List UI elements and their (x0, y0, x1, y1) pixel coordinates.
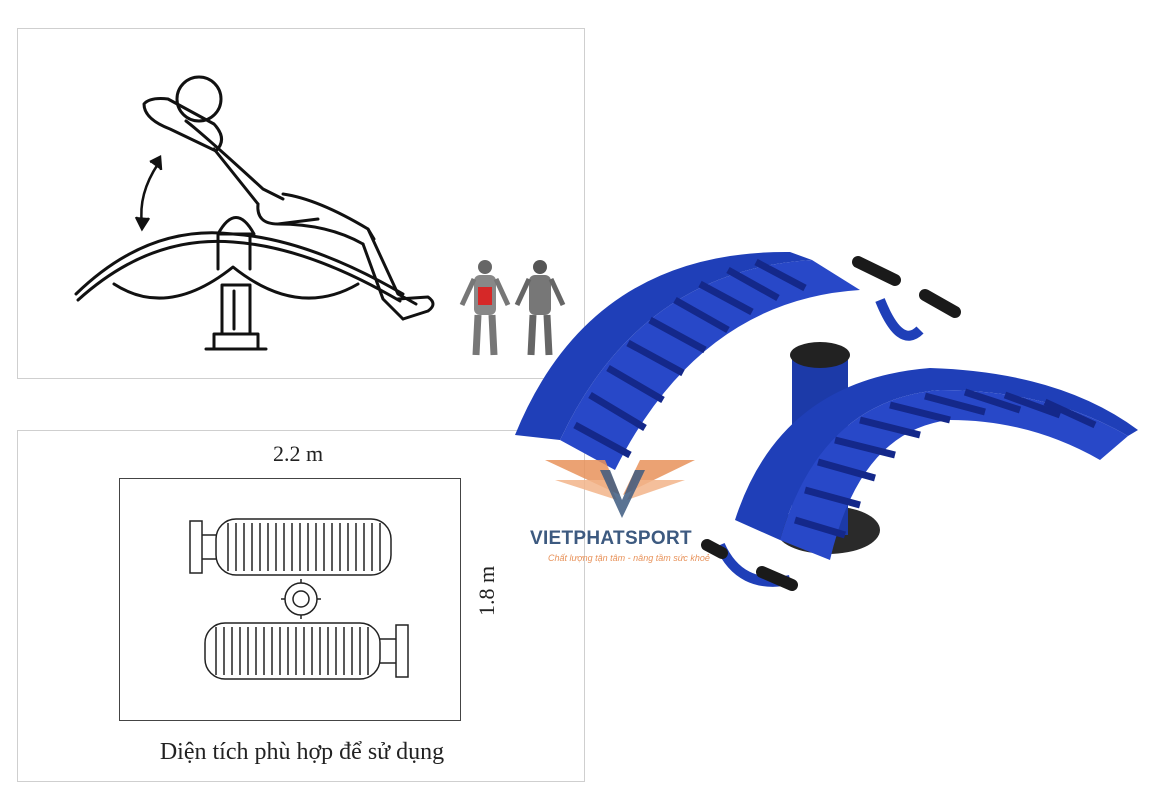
usage-area-box (119, 478, 461, 721)
area-plan-panel: 2.2 m 1.8 m Diện tích phù hợp để sử dụng (17, 430, 585, 782)
width-dimension-label: 2.2 m (273, 441, 324, 466)
motion-arrow-icon (134, 155, 163, 232)
area-caption: Diện tích phù hợp để sử dụng (159, 739, 445, 765)
front-muscle-figure (459, 260, 511, 356)
usage-illustration-panel (17, 28, 585, 379)
brand-name: VIETPHATSPORT (530, 528, 692, 549)
base-dome (776, 506, 880, 554)
brand-tagline: Chất lượng tận tâm - nâng tầm sức khoẻ (548, 553, 710, 563)
back-muscle-figure (514, 260, 566, 356)
plan-view-drawing (189, 518, 409, 680)
brand-logo-icon (545, 460, 695, 518)
person-using-bench-drawing (74, 75, 566, 356)
